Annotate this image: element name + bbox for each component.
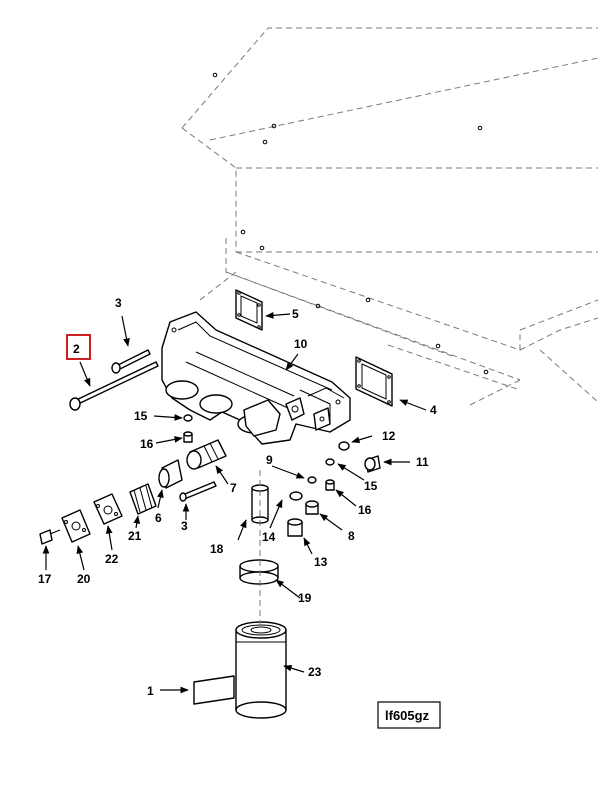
stud-3-upper <box>111 349 151 374</box>
callout-15-left: 15 <box>134 409 148 423</box>
gasket-5 <box>235 289 263 331</box>
spring-21 <box>129 483 157 515</box>
callout-12: 12 <box>382 429 396 443</box>
callout-11: 11 <box>416 455 429 469</box>
washer-12 <box>338 441 350 451</box>
callout-8: 8 <box>348 529 355 543</box>
plug-16-left <box>183 431 193 443</box>
callout-6: 6 <box>155 511 162 525</box>
callout-7: 7 <box>230 481 237 495</box>
callout-23: 23 <box>308 665 322 679</box>
fitting-7 <box>186 439 227 470</box>
plug-11 <box>364 455 381 473</box>
callout-2: 2 <box>73 342 80 356</box>
figure-id-label: lf605gz <box>385 708 430 723</box>
washer-15-left <box>183 414 193 422</box>
callout-1: 1 <box>147 684 154 698</box>
callout-10: 10 <box>294 337 308 351</box>
cap-13 <box>287 518 303 537</box>
stud-3-lower <box>179 481 217 502</box>
figure-id-box <box>377 701 441 729</box>
callout-3-upper: 3 <box>115 296 122 310</box>
plate-22 <box>93 493 123 525</box>
gasket-20 <box>61 509 91 543</box>
fitting-8 <box>305 500 319 515</box>
plug-16-right <box>325 479 335 491</box>
adapter-6 <box>158 459 183 489</box>
callout-highlight-box <box>66 334 91 360</box>
gasket-4 <box>355 356 393 407</box>
engine-block-outline <box>181 27 599 406</box>
label-1 <box>193 675 235 705</box>
callout-20: 20 <box>77 572 91 586</box>
filter-head-manifold-10 <box>161 311 351 445</box>
callout-19: 19 <box>298 591 312 605</box>
callout-14: 14 <box>262 530 276 544</box>
callout-16-left: 16 <box>140 437 154 451</box>
o-ring-9 <box>307 476 317 484</box>
callout-17: 17 <box>38 572 52 586</box>
callout-5: 5 <box>292 307 299 321</box>
callout-21: 21 <box>128 529 142 543</box>
callout-9: 9 <box>266 453 273 467</box>
screw-17 <box>39 529 61 545</box>
callout-18: 18 <box>210 542 224 556</box>
callout-22: 22 <box>105 552 119 566</box>
callout-16-right: 16 <box>358 503 372 517</box>
filter-23 <box>235 621 287 719</box>
capscrew-2 <box>69 361 159 411</box>
callout-3-lower: 3 <box>181 519 188 533</box>
ring-19 <box>239 559 279 585</box>
callout-15-right: 15 <box>364 479 378 493</box>
washer-15-right <box>325 458 335 466</box>
callout-13: 13 <box>314 555 328 569</box>
leader-lines <box>42 312 427 694</box>
callout-4: 4 <box>430 403 437 417</box>
seal-14 <box>289 491 303 501</box>
